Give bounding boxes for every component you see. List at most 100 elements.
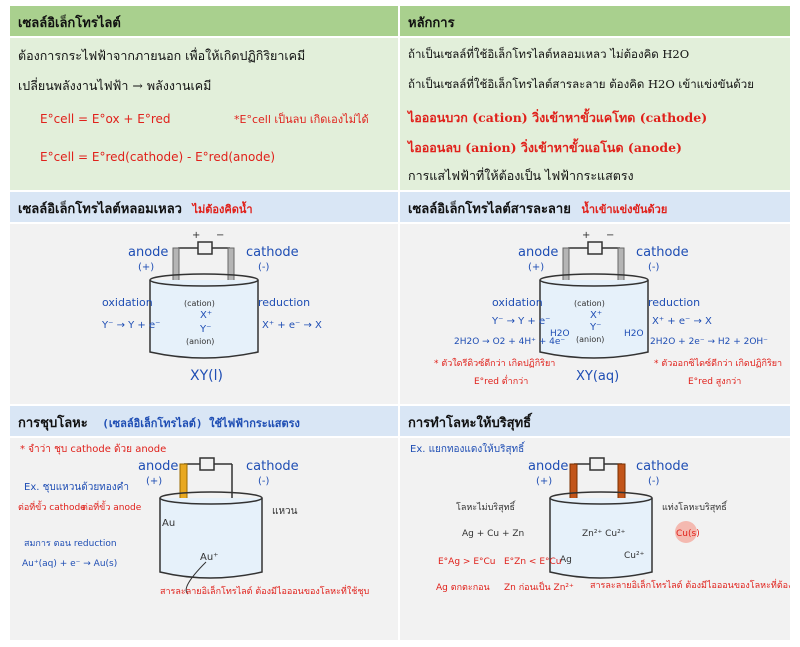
anode-label: anode: [128, 245, 168, 260]
header-subtext: (เซลล์อิเล็กโทรไลต์) ใช้ไฟฟ้ากระแสตรง: [102, 417, 300, 430]
y-ion: Y⁻: [199, 324, 211, 335]
impure-label: โลหะไม่บริสุทธิ์: [456, 500, 517, 513]
x-ion: X⁺: [200, 310, 212, 321]
cathode-sign: (-): [648, 476, 660, 487]
reduction-equation: X⁺ + e⁻ → X: [262, 320, 322, 331]
section-header-solution: เซลล์อิเล็กโทรไลต์สารละลาย น้ำเข้าแข่งขั…: [400, 192, 790, 222]
battery-icon: + −: [568, 230, 620, 255]
result-2: Zn ก่อนเป็น Zn²⁺: [504, 580, 574, 593]
ring-label: แหวน: [272, 506, 298, 517]
silver-label: Ag: [560, 555, 572, 565]
section-header-molten: เซลล์อิเล็กโทรไลต์หลอมเหลว ไม่ต้องคิดน้ำ: [10, 192, 398, 222]
header-text: เซลล์อิเล็กโทรไลต์: [18, 16, 121, 31]
water-oxidation-equation: 2H2O → O2 + 4H⁺ + 4e⁻: [454, 337, 565, 347]
cathode-sign: (-): [258, 262, 270, 273]
anion-label: (anion): [186, 337, 214, 346]
header-text: เซลล์อิเล็กโทรไลต์สารละลาย: [408, 202, 571, 217]
result-1: Ag ตกตะกอน: [436, 583, 490, 593]
copper-solid-marker: [675, 521, 697, 543]
battery-icon: + −: [178, 230, 230, 255]
anode-label: anode: [518, 245, 558, 260]
energy-conversion-text: เปลี่ยนพลังงานไฟฟ้า → พลังงานเคมี: [18, 78, 212, 93]
example-text: Ex. แยกทองแดงให้บริสุทธิ์: [410, 441, 526, 455]
anion-label: (anion): [576, 335, 604, 344]
svg-text:−: −: [216, 230, 224, 241]
reduction-label: reduction: [258, 296, 310, 309]
oxidation-label: oxidation: [492, 296, 543, 309]
pure-label: แท่งโลหะบริสุทธิ์: [662, 500, 728, 513]
anode-label: anode: [528, 459, 568, 474]
battery-icon: [184, 457, 232, 471]
example-text: Ex. ชุบแหวนด้วยทองคำ: [24, 481, 129, 493]
gold-label: Au: [162, 518, 175, 529]
electroplating-svg: * จำว่า ชุบ cathode ด้วย anode anode (+)…: [18, 443, 369, 597]
solution-cell-svg: + − anode (+) cathode (-) oxidation redu…: [434, 230, 782, 387]
section-header-electrolytic-cell: เซลล์อิเล็กโทรไลต์: [10, 6, 398, 36]
substance-label: XY(l): [190, 368, 223, 384]
electroplating-diagram: * จำว่า ชุบ cathode ด้วย anode anode (+)…: [10, 438, 398, 640]
right-note: * ตัวออกซิไดซ์ดีกว่า เกิดปฏิกิริยา: [654, 357, 782, 369]
anode-sign: (+): [138, 262, 154, 273]
cathode-sign: (-): [648, 262, 660, 273]
header-note: ไม่ต้องคิดน้ำ: [192, 203, 253, 216]
beaker: [159, 498, 263, 579]
y-ion: Y⁻: [589, 322, 601, 333]
molten-cell-svg: + − anode (+) cathode (-) oxidation redu…: [101, 230, 322, 384]
section-header-refining: การทำโลหะให้บริสุทธิ์: [400, 406, 790, 436]
electrolytic-cell-summary: ต้องการกระไฟฟ้าจากภายนอก เพื่อให้เกิดปฏิ…: [10, 38, 398, 190]
svg-text:+: +: [192, 230, 200, 241]
water-reduction-equation: 2H2O + 2e⁻ → H2 + 2OH⁻: [650, 337, 768, 347]
anode-label: anode: [138, 459, 178, 474]
anode-sign: (+): [146, 476, 162, 487]
refining-svg: Ex. แยกทองแดงให้บริสุทธิ์ anode (+) cath…: [410, 441, 800, 593]
anode-sign: (+): [528, 262, 544, 273]
cathode-sign: (-): [258, 476, 270, 487]
anode-sign: (+): [536, 476, 552, 487]
header-text: การชุบโลหะ: [18, 416, 88, 431]
beaker: [149, 280, 259, 359]
cation-label: (cation): [184, 299, 215, 308]
x-ion: X⁺: [590, 310, 602, 321]
copper-ion-label: Cu²⁺: [624, 551, 645, 561]
plating-rule: * จำว่า ชุบ cathode ด้วย anode: [20, 443, 166, 455]
beaker: [549, 498, 653, 579]
gold-ion: Au⁺: [200, 552, 218, 563]
molten-cell-diagram: + − anode (+) cathode (-) oxidation redu…: [10, 224, 398, 404]
ecell-negative-note: *E°cell เป็นลบ เกิดเองไม่ได้: [234, 113, 369, 126]
section-header-electroplating: การชุบโลหะ (เซลล์อิเล็กโทรไลต์) ใช้ไฟฟ้า…: [10, 406, 398, 436]
solution-cell-diagram: + − anode (+) cathode (-) oxidation redu…: [400, 224, 790, 404]
cathode-label: cathode: [636, 459, 689, 474]
water-right: H2O: [624, 329, 644, 339]
svg-text:+: +: [582, 230, 590, 241]
left-note-2: E°red ต่ำกว่า: [474, 374, 528, 387]
left-note: * ตัวใดรีดิวซ์ดีกว่า เกิดปฏิกิริยา: [434, 357, 555, 369]
cation-label: (cation): [574, 299, 605, 308]
header-text: เซลล์อิเล็กโทรไลต์หลอมเหลว: [18, 202, 182, 217]
cathode-label: cathode: [246, 459, 299, 474]
electrolyte-note: สารละลายอิเล็กโทรไลต์ ต้องมีไอออนของโลหะ…: [590, 578, 790, 591]
ecell-equation-1: E°cell = E°ox + E°red: [40, 112, 171, 126]
principles-list: ถ้าเป็นเซลล์ที่ใช้อิเล็กโทรไลต์หลอมเหลว …: [400, 38, 790, 190]
ecell-equation-2: E°cell = E°red(cathode) - E°red(anode): [40, 150, 276, 164]
reduction-equation: Au⁺(aq) + e⁻ → Au(s): [22, 559, 117, 569]
copper-solid-label: Cu(s): [676, 529, 700, 539]
refining-diagram: Ex. แยกทองแดงให้บริสุทธิ์ anode (+) cath…: [400, 438, 800, 640]
reduction-label: reduction: [648, 296, 700, 309]
header-note: น้ำเข้าแข่งขันด้วย: [581, 203, 668, 216]
impure-mixture: Ag + Cu + Zn: [462, 529, 524, 539]
anode-connection: ต่อที่ขั้ว anode: [82, 500, 142, 513]
oxidation-label: oxidation: [102, 296, 153, 309]
cathode-label: cathode: [246, 245, 299, 260]
cathode-connection: ต่อที่ขั้ว cathode: [18, 500, 86, 513]
requirement-text: ต้องการกระไฟฟ้าจากภายนอก เพื่อให้เกิดปฏิ…: [18, 48, 306, 63]
oxidation-equation: Y⁻ → Y + e⁻: [491, 316, 550, 327]
principle-anion: ไอออนลบ (anion) วิ่งเข้าหาขั้วแอโนด (ano…: [408, 140, 682, 155]
comparison-1: E°Ag > E°Cu: [438, 557, 496, 567]
substance-label: XY(aq): [576, 369, 619, 384]
oxidation-equation: Y⁻ → Y + e⁻: [101, 320, 160, 331]
battery-icon: [574, 457, 622, 471]
svg-text:−: −: [606, 230, 614, 241]
cathode-label: cathode: [636, 245, 689, 260]
beaker: [539, 280, 649, 359]
water-left: H2O: [550, 329, 570, 339]
